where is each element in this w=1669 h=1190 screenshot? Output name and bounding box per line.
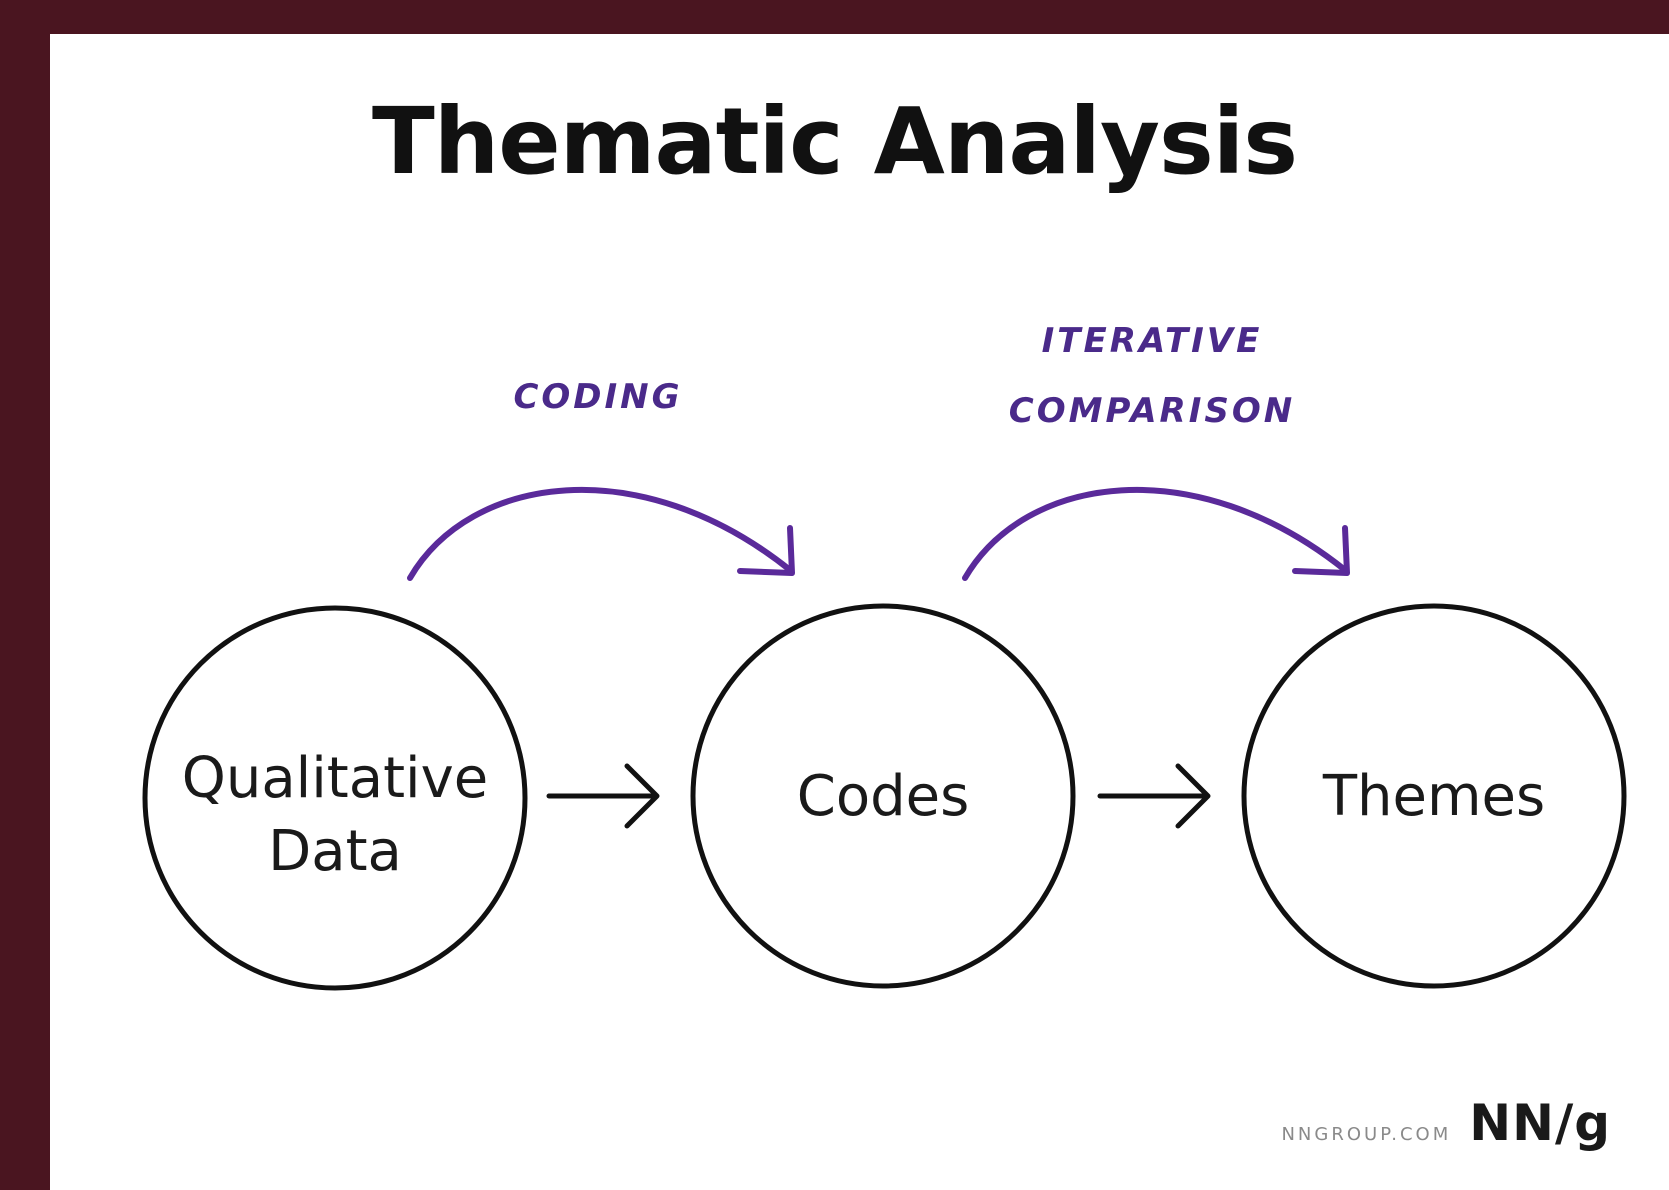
source-url: NNGROUP.COM [1281, 1124, 1452, 1145]
node-circle-themes [1241, 603, 1627, 989]
step-label-iterative: ITERATIVE [1042, 321, 1263, 361]
iterative-comparison-curved-arrow [962, 486, 1350, 581]
node-circle-codes [690, 603, 1076, 989]
node-label-themes: Themes [1322, 764, 1545, 829]
diagram-title: Thematic Analysis [371, 88, 1298, 195]
node-label-codes: Codes [797, 764, 970, 829]
source-attribution: NNGROUP.COM NN/g [1281, 1094, 1611, 1152]
node-label-qualitative-data-line1: Qualitative [182, 746, 488, 811]
diagram-canvas [50, 34, 1669, 1190]
node-label-qualitative-data-line2: Data [268, 819, 402, 884]
arrow-codes-to-themes [1097, 763, 1211, 829]
coding-curved-arrow [407, 486, 795, 581]
node-circle-qualitative-data [142, 605, 528, 991]
arrow-data-to-codes [546, 763, 660, 829]
step-label-coding: CODING [513, 377, 682, 417]
step-label-comparison: COMPARISON [1009, 391, 1295, 431]
nng-logo: NN/g [1469, 1094, 1611, 1152]
